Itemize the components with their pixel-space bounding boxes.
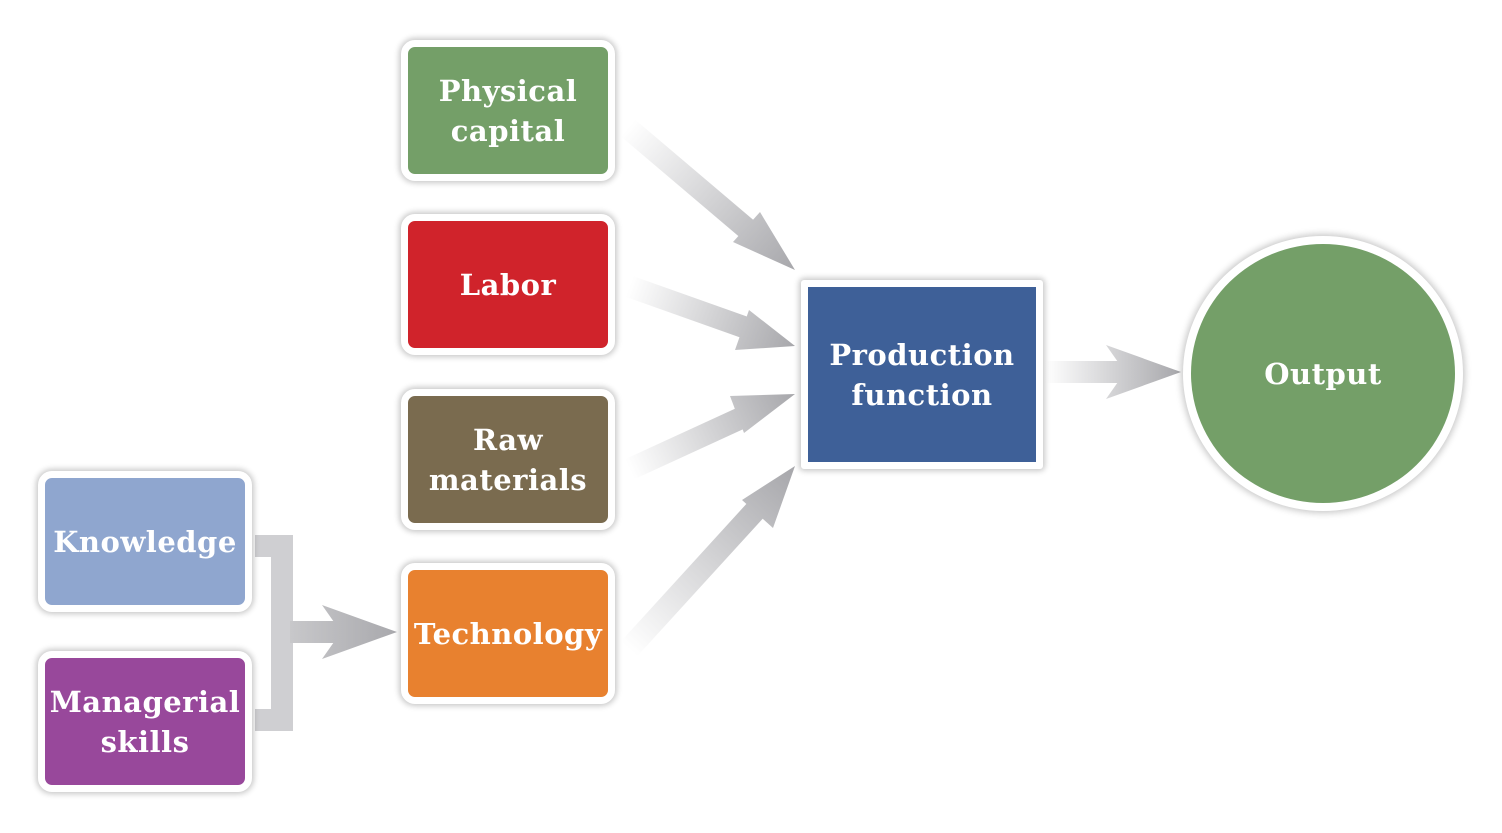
arrow-knowledge-skills-to-technology xyxy=(255,535,397,731)
labor-box: Labor xyxy=(401,214,615,355)
raw-materials-box: Raw materials xyxy=(401,389,615,530)
labor-label: Labor xyxy=(459,267,557,302)
arrow-production-to-output xyxy=(1044,345,1181,399)
arrow-physical-capital-to-production xyxy=(620,119,795,270)
managerial-skills-box: Managerial skills xyxy=(38,651,252,792)
knowledge-box: Knowledge xyxy=(38,471,252,612)
knowledge-label: Knowledge xyxy=(53,524,237,559)
managerial-skills-label: Managerial skills xyxy=(49,684,241,759)
arrow-technology-to-production xyxy=(619,466,795,658)
arrow-raw-materials-to-production xyxy=(623,394,795,480)
technology-label: Technology xyxy=(413,616,603,651)
arrow-labor-to-production xyxy=(624,275,795,350)
physical-capital-box: Physical capital xyxy=(401,40,615,181)
production-function-label: Production function xyxy=(829,337,1015,412)
output-circle: Output xyxy=(1183,236,1463,511)
technology-box: Technology xyxy=(401,563,615,704)
output-label: Output xyxy=(1264,356,1382,391)
physical-capital-label: Physical capital xyxy=(438,73,578,148)
production-function-box: Production function xyxy=(801,280,1043,469)
raw-materials-label: Raw materials xyxy=(428,422,588,497)
